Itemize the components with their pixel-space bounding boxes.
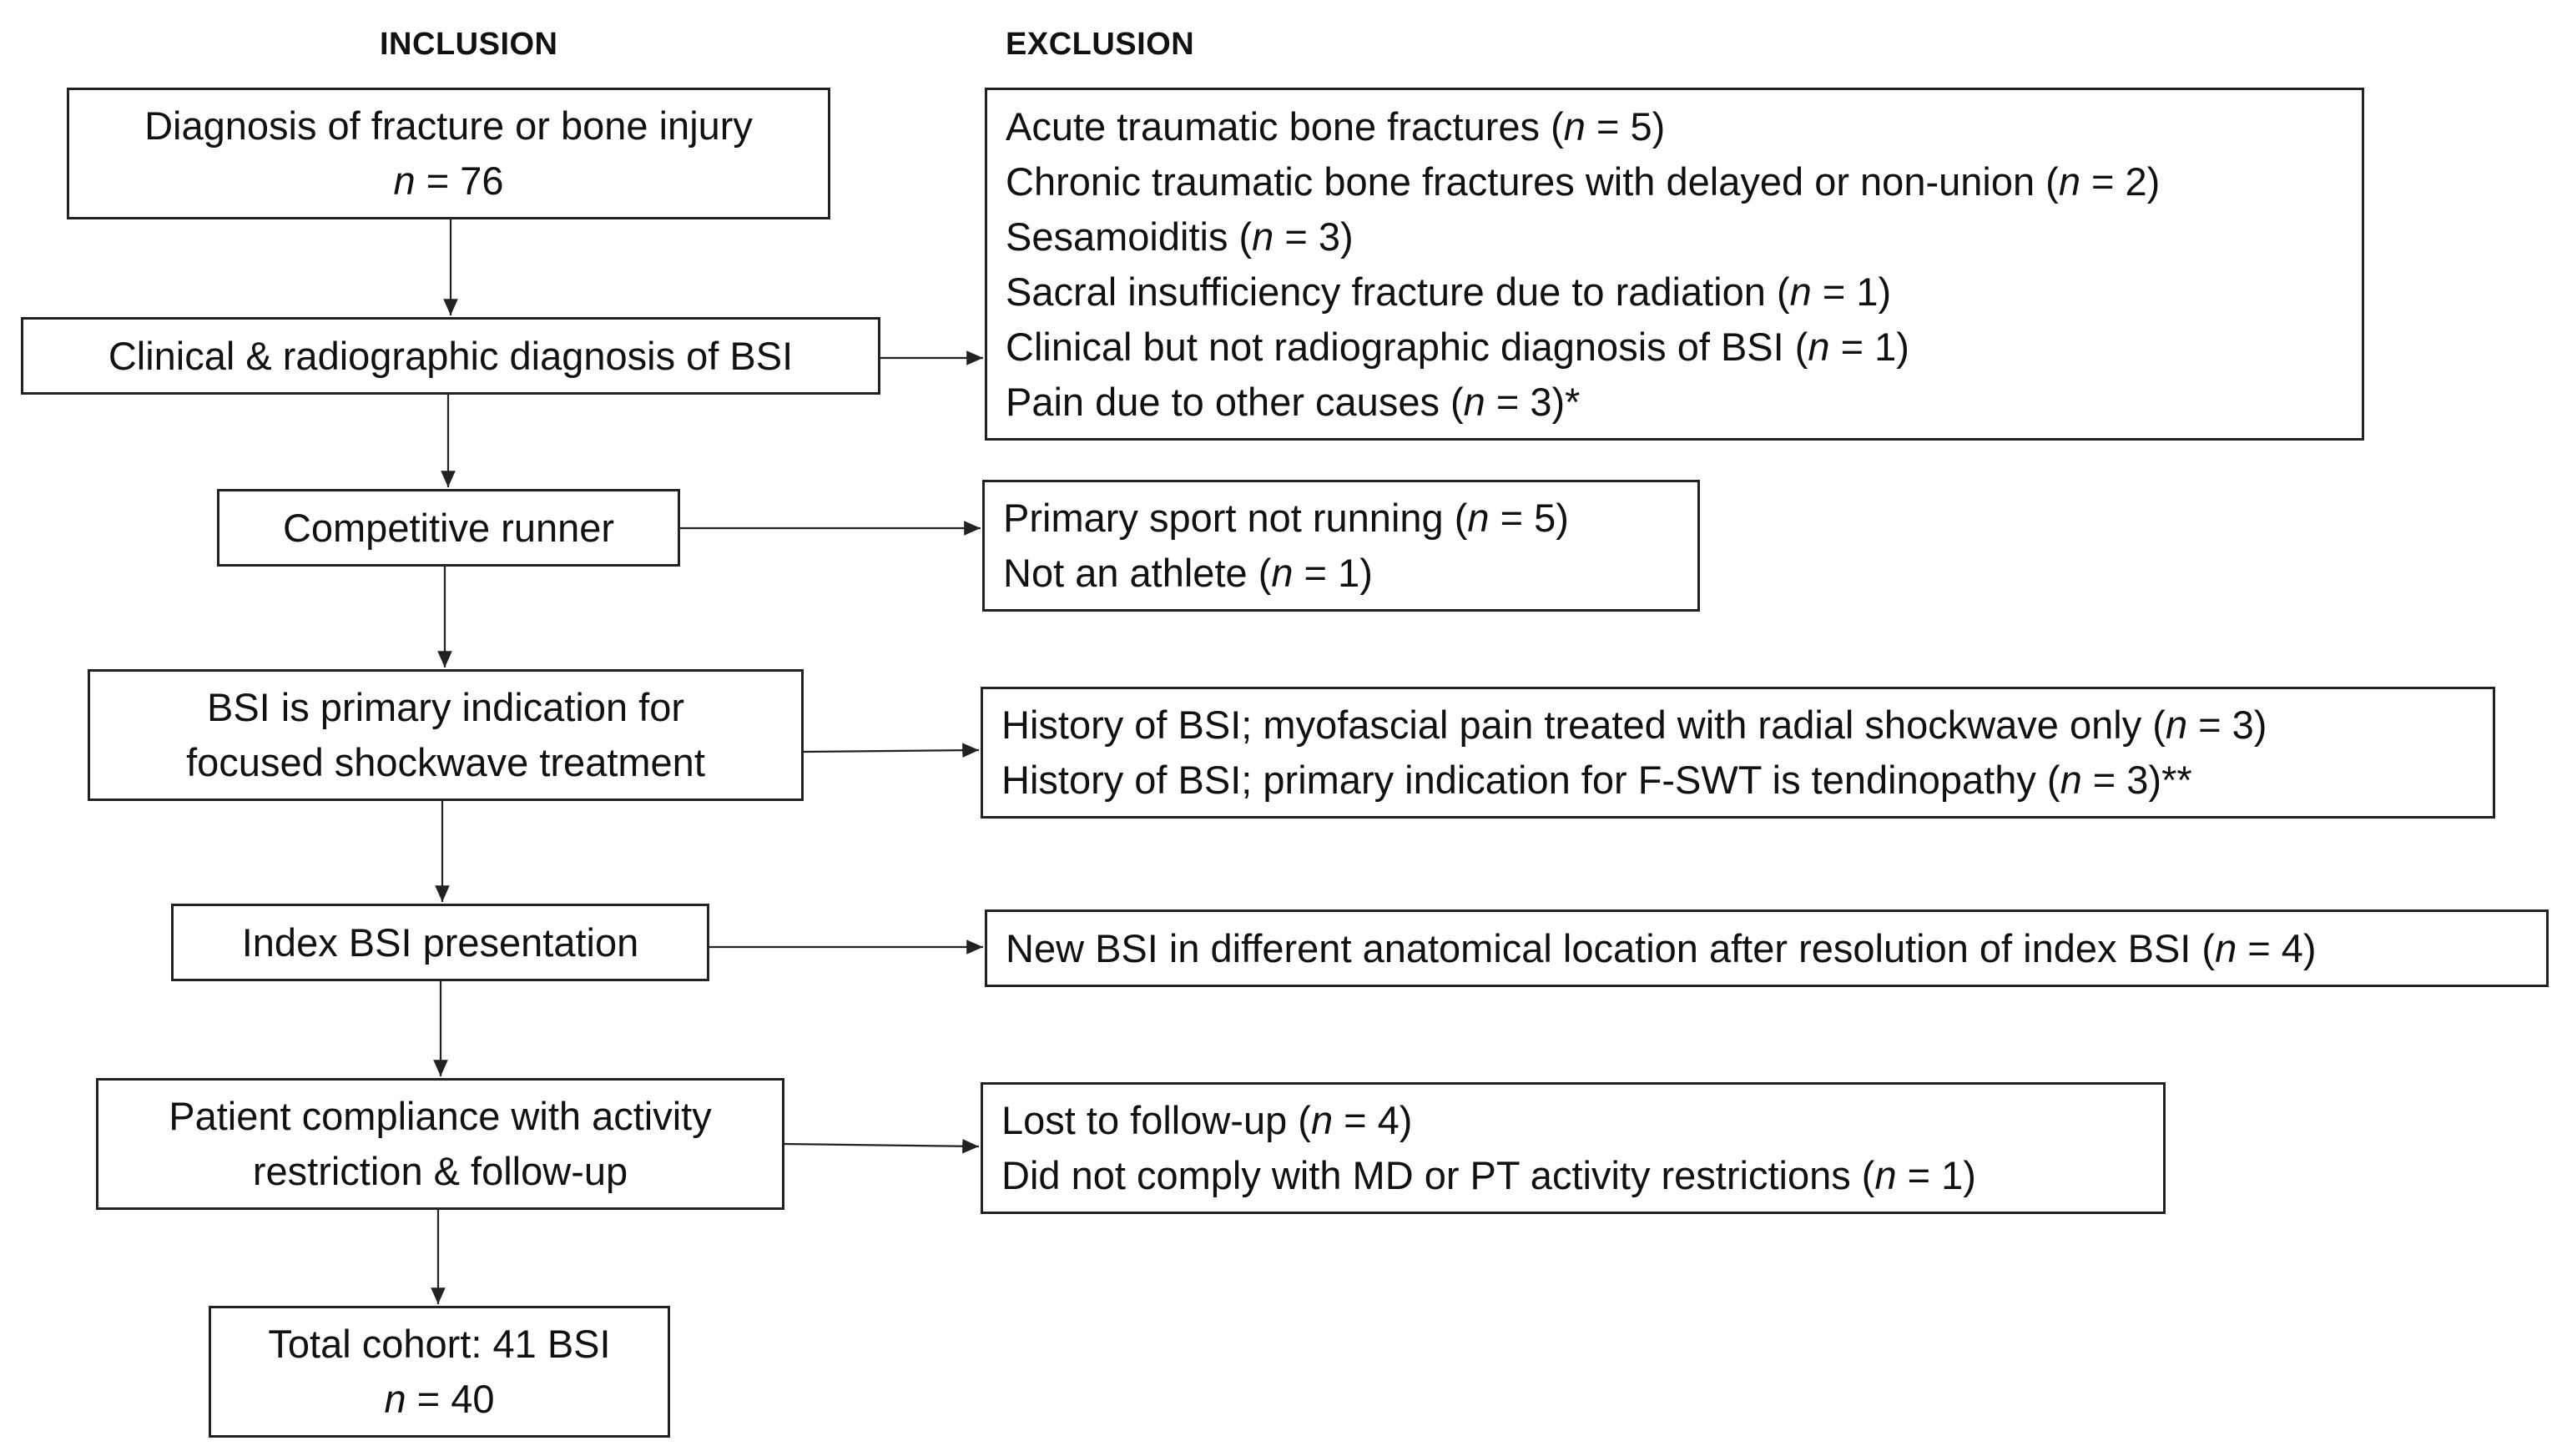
line-text: = 5) [1585,103,1666,149]
exclusion-box-diagnosis: Acute traumatic bone fractures (n = 5)Ch… [985,88,2364,441]
box-line: Clinical & radiographic diagnosis of BSI [108,329,793,384]
line-text: New BSI in different anatomical location… [1006,925,2216,970]
line-text: Clinical but not radiographic diagnosis … [1006,324,1808,369]
line-text: restriction & follow-up [252,1149,628,1193]
box-line: Sacral insufficiency fracture due to rad… [1006,264,2362,320]
box-line: restriction & follow-up [253,1144,628,1199]
line-text: Did not comply with MD or PT activity re… [1001,1153,1875,1197]
exclusion-box-indication: History of BSI; myofascial pain treated … [981,687,2495,819]
exclusion-box-runner: Primary sport not running (n = 5)Not an … [982,480,1700,612]
n-symbol: n [2058,159,2080,204]
line-text: Sacral insufficiency fracture due to rad… [1006,269,1790,314]
line-text: = 1) [1829,324,1909,369]
box-line: Total cohort: 41 BSI [268,1317,610,1372]
inclusion-step-diagnosis: Diagnosis of fracture or bone injury n = … [67,88,830,219]
inclusion-step-primary-indication: BSI is primary indication for focused sho… [88,669,804,801]
n-symbol: n [384,1377,406,1421]
box-line: Pain due to other causes (n = 3)* [1006,375,2362,430]
exclusion-header: EXCLUSION [1006,27,1195,62]
n-symbol: n [1874,1153,1897,1197]
line-text: = 2) [2080,159,2161,204]
line-text: Acute traumatic bone fractures ( [1006,103,1564,149]
line-text: = 4) [2237,925,2317,970]
arrow-compliance-to-exclusion [784,1138,980,1154]
line-text: Primary sport not running ( [1003,496,1468,540]
n-symbol: n [1467,496,1490,540]
box-line: Lost to follow-up (n = 4) [1001,1093,2163,1148]
box-line: New BSI in different anatomical location… [1006,921,2546,976]
box-line: BSI is primary indication for [207,680,684,735]
box-line: n = 40 [385,1372,495,1427]
n-symbol: n [2060,758,2082,802]
box-line: Diagnosis of fracture or bone injury [144,98,753,154]
arrow-indication-to-exclusion [803,743,980,758]
box-line: Primary sport not running (n = 5) [1003,491,1697,546]
box-line: Acute traumatic bone fractures (n = 5) [1006,99,2362,154]
box-line: Patient compliance with activity [169,1089,711,1144]
box-line: History of BSI; primary indication for F… [1001,753,2493,808]
line-text: = 4) [1333,1098,1413,1142]
exclusion-box-index: New BSI in different anatomical location… [985,909,2549,987]
n-symbol: n [1271,551,1294,595]
line-text: Total cohort: 41 BSI [268,1322,611,1366]
box-line: Not an athlete (n = 1) [1003,546,1697,601]
line-text: focused shockwave treatment [186,740,705,784]
inclusion-step-total-cohort: Total cohort: 41 BSI n = 40 [209,1306,670,1438]
line-text: = 3) [1273,214,1354,259]
n-symbol: n [2165,703,2188,747]
n-symbol: n [1808,324,1830,369]
inclusion-step-patient-compliance: Patient compliance with activity restrict… [96,1078,784,1210]
n-symbol: n [1310,1098,1334,1142]
line-text: Clinical & radiographic diagnosis of BSI [108,333,794,378]
line-text: History of BSI; primary indication for F… [1001,758,2060,802]
exclusion-box-compliance: Lost to follow-up (n = 4)Did not comply … [981,1082,2166,1214]
line-text: Pain due to other causes ( [1006,379,1464,424]
box-line: Competitive runner [283,501,614,556]
inclusion-header: INCLUSION [380,27,558,62]
n-symbol: n [1789,269,1812,314]
box-line: Sesamoiditis (n = 3) [1006,209,2362,264]
line-text: Index BSI presentation [241,919,639,965]
box-line: focused shockwave treatment [186,735,705,790]
line-text: BSI is primary indication for [206,685,685,729]
line-text: Diagnosis of fracture or bone injury [144,103,753,148]
n-symbol: n [393,159,416,203]
box-line: Clinical but not radiographic diagnosis … [1006,320,2362,375]
line-text: = 76 [415,159,504,203]
line-text: = 1) [1811,269,1892,314]
line-text: = 1) [1293,551,1373,595]
box-line: History of BSI; myofascial pain treated … [1001,698,2493,753]
line-text: Patient compliance with activity [169,1094,712,1138]
line-text: = 1) [1896,1153,1976,1197]
line-text: = 3)* [1485,379,1581,424]
line-text: = 3)** [2081,758,2192,802]
inclusion-step-clinical-radiographic: Clinical & radiographic diagnosis of BSI [21,317,880,395]
box-line: Did not comply with MD or PT activity re… [1001,1148,2163,1203]
box-line: Index BSI presentation [242,915,639,970]
line-text: = 3) [2187,703,2267,747]
line-text: Lost to follow-up ( [1001,1098,1311,1142]
line-text: Chronic traumatic bone fractures with de… [1006,159,2059,204]
inclusion-step-competitive-runner: Competitive runner [217,489,680,567]
box-line: Chronic traumatic bone fractures with de… [1006,154,2362,209]
line-text: Competitive runner [282,505,615,550]
line-text: Sesamoiditis ( [1006,214,1253,259]
n-symbol: n [1463,379,1485,424]
line-text: = 5) [1489,496,1569,540]
box-line: n = 76 [394,154,504,209]
n-symbol: n [1563,103,1586,149]
inclusion-step-index-presentation: Index BSI presentation [171,904,709,981]
n-symbol: n [1252,214,1274,259]
line-text: Not an athlete ( [1003,551,1272,595]
line-text: History of BSI; myofascial pain treated … [1001,703,2166,747]
n-symbol: n [2215,925,2237,970]
line-text: = 40 [406,1377,495,1421]
